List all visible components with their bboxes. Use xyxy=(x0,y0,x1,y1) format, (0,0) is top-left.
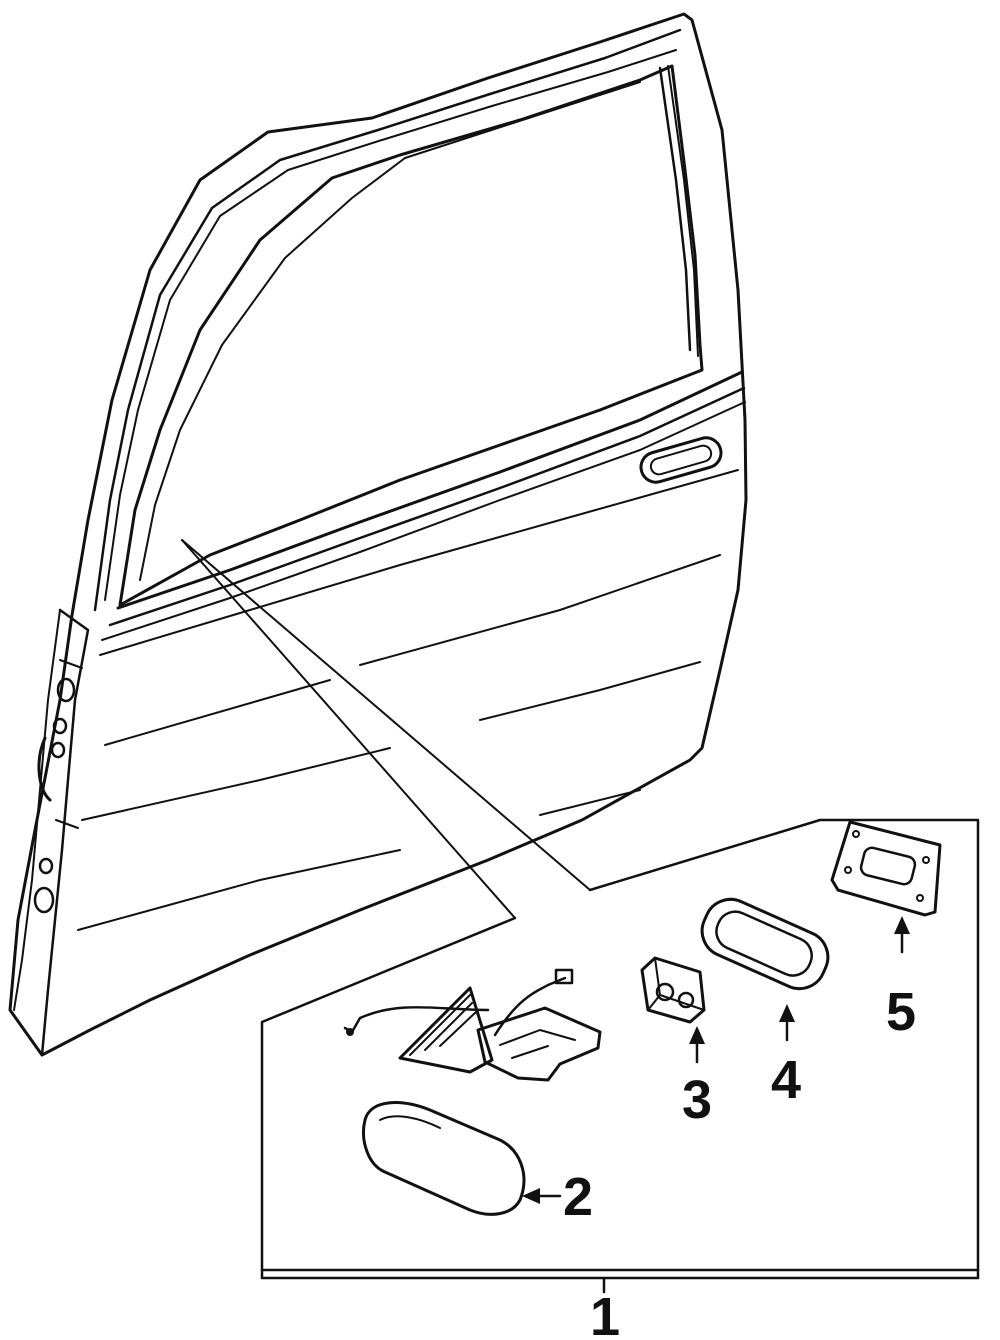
callout-5: 5 xyxy=(886,982,916,1042)
belt-moulding-line xyxy=(101,401,746,641)
callout-1-bracket xyxy=(260,1268,980,1294)
callout-2-arrow xyxy=(522,1188,562,1204)
mirror-glass xyxy=(362,1101,526,1216)
body-line-low xyxy=(81,661,701,821)
mirror-assembly xyxy=(343,968,602,1082)
window-glass-outline xyxy=(118,64,704,607)
hinge-pillar xyxy=(40,608,90,1057)
belt-moulding xyxy=(116,370,744,610)
callout-4-arrow xyxy=(779,1004,795,1042)
callout-3-arrow xyxy=(689,1026,705,1064)
door-frame-channel xyxy=(104,49,677,601)
window-run-channel-2 xyxy=(667,65,699,357)
gasket xyxy=(830,820,942,917)
body-line-mid xyxy=(104,554,721,746)
hinge-pillar-edge xyxy=(13,609,61,1011)
door-handle xyxy=(639,436,723,484)
door-frame-inner-edge xyxy=(93,28,682,612)
window-run-channel xyxy=(658,66,692,352)
door-outer-frame xyxy=(8,12,748,1057)
mirror-switch xyxy=(640,956,706,1024)
hinge-holes xyxy=(33,659,83,914)
callout-5-arrow xyxy=(894,916,910,954)
switch-bezel xyxy=(700,897,830,991)
callout-3: 3 xyxy=(682,1070,712,1130)
window-inner-outline xyxy=(139,81,641,581)
callout-1: 1 xyxy=(590,1287,620,1340)
belt-moulding-lower xyxy=(108,386,746,627)
callout-2: 2 xyxy=(563,1167,593,1227)
body-line-upper xyxy=(99,469,739,656)
body-line-bottom xyxy=(77,789,641,931)
door-to-parts-leader xyxy=(181,539,591,919)
parts-group-outline xyxy=(260,818,980,1272)
callout-4: 4 xyxy=(771,1050,801,1110)
front-door xyxy=(8,12,748,1057)
